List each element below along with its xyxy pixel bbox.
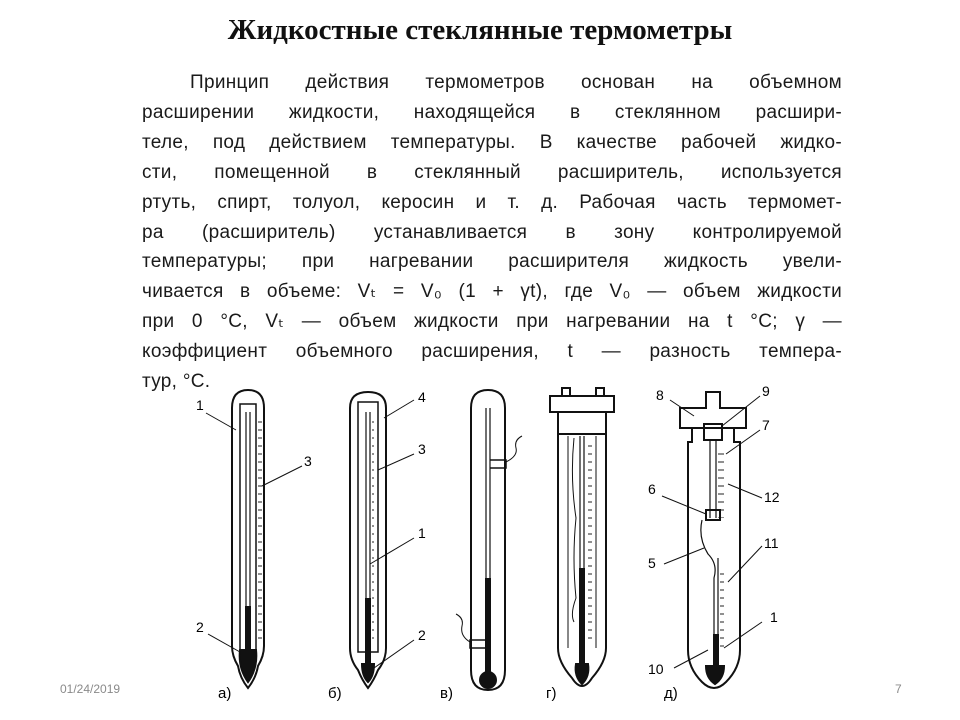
callout-label: 9 (762, 383, 770, 399)
callout-line (723, 621, 763, 649)
callout-label: 11 (764, 535, 779, 551)
thermometer-v (455, 388, 523, 692)
callout-line (261, 465, 303, 487)
thermometer-a (231, 388, 265, 690)
variant-label: в) (440, 685, 453, 702)
thermometers-figure: 1 3 2 а) 4 3 1 2 б) в) (196, 383, 780, 702)
callout-label: 8 (656, 387, 664, 403)
callout-label: 7 (762, 417, 770, 433)
paragraph-line: сти, помещенной в стеклянный расширитель… (142, 161, 842, 183)
slide-title: Жидкостные стеклянные термометры (227, 14, 733, 46)
callout-line (383, 399, 415, 419)
callout-label: 10 (648, 661, 664, 677)
callout-label: 3 (418, 441, 426, 457)
paragraph-line: чивается в объеме: Vₜ = V₀ (1 + γt), где… (142, 281, 842, 303)
variant-label: г) (546, 685, 556, 702)
callout-label: 1 (418, 525, 426, 541)
callout-label: 1 (196, 397, 204, 413)
paragraph-line: ра (расширитель) устанавливается в зону … (142, 221, 842, 243)
callout-line (661, 495, 707, 515)
callout-line (721, 395, 761, 427)
callout-line (669, 399, 695, 417)
page-number: 7 (895, 682, 902, 696)
variant-label: д) (664, 685, 678, 702)
thermometer-d (679, 391, 747, 689)
paragraph-line: Принцип действия термометров основан на … (190, 72, 842, 93)
paragraph-line: теле, под действием температуры. В качес… (142, 131, 842, 153)
callout-line (205, 412, 237, 431)
callout-label: 5 (648, 555, 656, 571)
callout-label: 12 (764, 489, 780, 505)
paragraph-line: при 0 °С, Vₜ — объем жидкости при нагрев… (142, 311, 842, 333)
callout-label: 4 (418, 389, 426, 405)
callout-label: 2 (418, 627, 426, 643)
callout-line (377, 453, 415, 471)
variant-label: а) (218, 685, 231, 702)
footer-date: 01/24/2019 (60, 682, 121, 696)
paragraph-line: тур, °С. (142, 371, 211, 393)
callout-line (727, 483, 763, 499)
callout-line (725, 429, 761, 455)
callout-line (673, 649, 709, 669)
callout-line (369, 537, 415, 565)
callout-line (373, 639, 415, 669)
callout-line (663, 547, 705, 565)
callout-line (207, 633, 241, 653)
body-paragraph: Принцип действия термометров основан на … (142, 68, 842, 397)
thermometer-b (349, 390, 387, 690)
callout-line (727, 545, 763, 583)
variant-label: б) (328, 685, 342, 702)
callout-label: 6 (648, 481, 656, 497)
paragraph-line: температуры; при нагревании расширителя … (142, 251, 842, 273)
paragraph-line: коэффициент объемного расширения, t — ра… (142, 341, 842, 363)
thermometer-g (549, 387, 615, 687)
callout-label: 3 (304, 453, 312, 469)
paragraph-line: ртуть, спирт, толуол, керосин и т. д. Ра… (142, 191, 842, 213)
callout-label: 1 (770, 609, 778, 625)
callout-label: 2 (196, 619, 204, 635)
paragraph-line: расширении жидкости, находящейся в стекл… (142, 101, 842, 123)
